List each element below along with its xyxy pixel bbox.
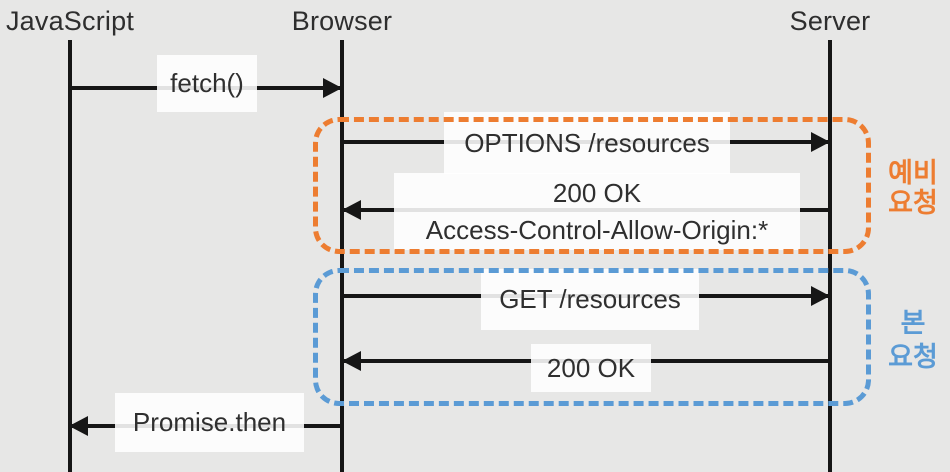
- promise-then-message-label: Promise.then: [115, 393, 304, 452]
- main-response-arrowhead-icon: [342, 351, 361, 371]
- fetch-message-label: fetch(): [157, 55, 257, 112]
- main-request-group-label-line2: 요청: [888, 342, 938, 372]
- preflight-group-label: 예비 요청: [882, 158, 944, 218]
- get-arrowhead-icon: [811, 286, 830, 306]
- promise-then-arrowhead-icon: [69, 416, 88, 436]
- get-message-label: GET /resources: [481, 269, 699, 330]
- preflight-response-header: Access-Control-Allow-Origin:*: [425, 214, 769, 245]
- server-lifeline: [828, 40, 832, 472]
- main-request-group-label: 본 요청: [882, 306, 944, 374]
- actor-browser-label: Browser: [291, 6, 393, 36]
- main-response-message-label: 200 OK: [531, 344, 651, 392]
- fetch-arrowhead-icon: [323, 78, 342, 98]
- actor-server-label: Server: [789, 6, 871, 36]
- preflight-response-message-label: 200 OK Access-Control-Allow-Origin:*: [394, 173, 800, 250]
- preflight-group-label-line1: 예비: [888, 158, 938, 188]
- options-message-label: OPTIONS /resources: [444, 112, 730, 174]
- actor-javascript-label: JavaScript: [5, 6, 135, 36]
- preflight-response-status: 200 OK: [552, 177, 642, 208]
- browser-lifeline: [340, 40, 344, 472]
- preflight-group-label-line2: 요청: [888, 188, 938, 218]
- main-request-group-label-line1: 본: [900, 308, 926, 338]
- preflight-response-arrowhead-icon: [342, 200, 361, 220]
- options-arrowhead-icon: [811, 132, 830, 152]
- javascript-lifeline: [68, 40, 72, 472]
